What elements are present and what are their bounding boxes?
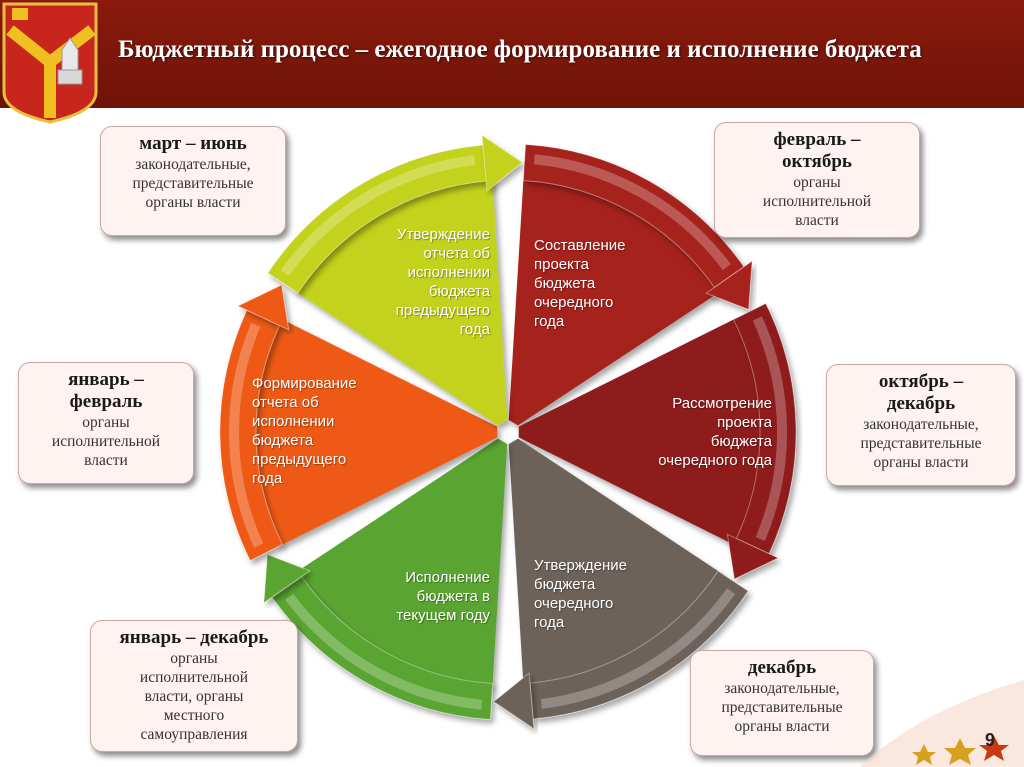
callout-period: декабрь [747, 657, 817, 678]
segment-execution [251, 317, 498, 547]
segment-highlight-execution [229, 322, 264, 548]
callout-period: январь – [68, 369, 144, 390]
callout-jan-dec: январь – декабрь органы исполнительной в… [90, 620, 298, 752]
segment-highlight-draft [752, 316, 787, 542]
callout-period: январь – декабрь [119, 627, 269, 648]
segment-approve-budget [294, 438, 508, 688]
segment-draft [518, 317, 764, 547]
segment-highlight-report [280, 155, 476, 276]
callout-jan-feb: январь – февраль органы исполнительной в… [18, 362, 194, 484]
callout-oct-dec: октябрь – декабрь законодательные, предс… [826, 364, 1016, 486]
segment-review [508, 438, 722, 688]
segment-highlight-approve-report [533, 154, 731, 271]
header-bar [0, 0, 1024, 108]
segment-approve-report [508, 176, 722, 426]
arrowhead-review [493, 672, 535, 730]
segment-report [294, 176, 508, 426]
decorative-ornament [860, 680, 1024, 767]
callout-mar-jun: март – июнь законодательные, представите… [100, 126, 286, 236]
arrowhead-execution [236, 284, 290, 331]
callout-feb-oct: февраль – октябрь органы исполнительной … [714, 122, 920, 238]
arrowhead-approve-budget [263, 553, 311, 604]
arrowhead-approve-report [705, 260, 753, 311]
segment-highlight-review [540, 588, 736, 709]
arrowhead-draft [726, 533, 780, 580]
page-title: Бюджетный процесс – ежегодное формирован… [118, 36, 922, 63]
coat-of-arms-logo [2, 2, 98, 124]
page-number: 9 [985, 730, 996, 750]
callout-period: февраль – [773, 129, 861, 150]
callout-dec: декабрь законодательные, представительны… [690, 650, 874, 756]
segment-highlight-approve-budget [285, 593, 483, 710]
callout-period: март – июнь [139, 133, 247, 154]
callout-period: октябрь – [878, 371, 964, 392]
arrowhead-report [481, 134, 523, 192]
